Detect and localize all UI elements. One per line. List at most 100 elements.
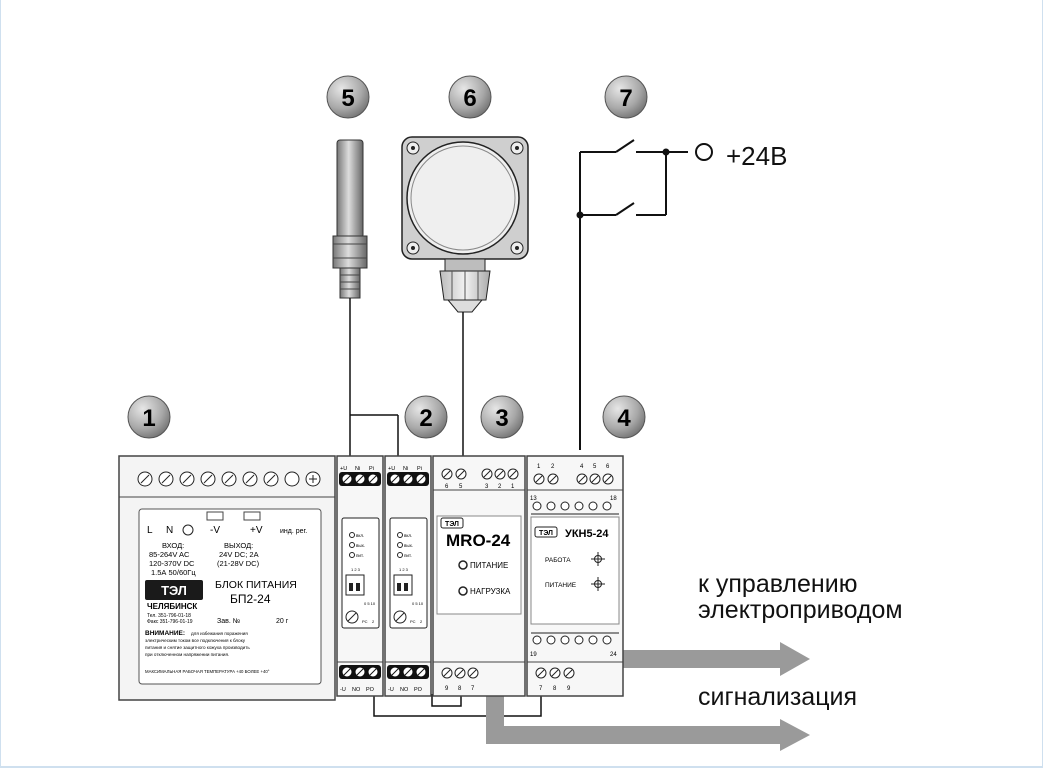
psu-terminal-row — [137, 471, 321, 487]
cylindrical-sensor — [332, 139, 368, 299]
psu-year: 20 г — [276, 618, 289, 625]
brand-logo-text: ТЭЛ — [161, 583, 187, 598]
amp-terminal-label: +U — [388, 466, 395, 472]
callout-label: 7 — [619, 85, 632, 112]
amp-led-label: вкл. — [404, 533, 412, 538]
psu-terminal-plus-v: +V — [250, 525, 263, 536]
ukn-terminal-label: 9 — [567, 686, 571, 692]
ukn-terminal-label: 2 — [551, 464, 555, 470]
amp-switch-label: 1 2 3 — [351, 567, 361, 572]
psu-warning-text: при отключенном напряжении питания. — [145, 652, 229, 657]
amp-terminal-label: PO — [414, 687, 423, 693]
mro-terminal-label: 8 — [458, 686, 462, 692]
ukn-terminal-label: 5 — [593, 464, 597, 470]
psu-city: ЧЕЛЯБИНСК — [147, 602, 197, 611]
psu-adjust-label: инд. рег. — [280, 528, 307, 535]
psu-phone: Тел. 351-796-01-18 — [147, 613, 191, 619]
square-sensor — [401, 136, 529, 313]
output-control-label: к управлению — [698, 570, 857, 598]
mro-terminal-label: 2 — [498, 484, 502, 490]
psu-output-text: (21-28V DC) — [217, 559, 260, 568]
psu-warning-text: питания и снятие защитного кожуха произв… — [145, 645, 250, 650]
ukn-terminal-label: 19 — [530, 652, 537, 658]
mro-terminal-label: 6 — [445, 484, 449, 490]
callout-label: 4 — [617, 405, 631, 432]
psu-input-text: 1.5А 50/60Гц — [151, 568, 196, 577]
psu-phone: Факс 351-796-01-19 — [147, 619, 193, 625]
mro-terminal-label: 5 — [459, 484, 463, 490]
callout-label: 5 — [341, 85, 354, 112]
psu-warning-text: для избежания поражения — [191, 631, 248, 636]
amp-terminal-label: NO — [400, 687, 409, 693]
psu-input-text: ВХОД: — [162, 541, 184, 550]
callout-5: 5 — [326, 75, 370, 119]
amp-switch-label: 0 5 10 — [412, 601, 424, 606]
ukn-terminal-label: 4 — [580, 464, 584, 470]
psu-output-text: 24V DC; 2A — [219, 550, 259, 559]
supply-label: +24В — [726, 141, 787, 171]
amp-terminal-label: -U — [340, 687, 346, 693]
amp-switch-label: 1 2 3 — [399, 567, 409, 572]
mro-terminal-label: 7 — [471, 686, 475, 692]
amp-terminal-label: -U — [388, 687, 394, 693]
callout-label: 2 — [419, 405, 432, 432]
amp-ref-label: РС — [362, 619, 368, 624]
output-signal-label: сигнализация — [698, 683, 857, 711]
ukn-work-led — [591, 552, 605, 566]
ukn-brand-logo-text: ТЭЛ — [539, 530, 553, 537]
callout-label: 6 — [463, 85, 476, 112]
mro-terminal-label: 9 — [445, 686, 449, 692]
callout-7: 7 — [604, 75, 648, 119]
brand-logo — [145, 580, 203, 600]
amp-terminal-label: NO — [352, 687, 361, 693]
amp-led-label: вых. — [404, 543, 413, 548]
amp-terminal-label: Pi — [417, 466, 422, 472]
psu-input-text: 85-264V AC — [149, 550, 190, 559]
psu-warning-head: ВНИМАНИЕ: — [145, 630, 185, 637]
psu-terminal-l: L — [147, 525, 153, 536]
power-supply-unit: L N -V +V инд. рег. ВХОД: 85-264V AC 120… — [118, 455, 336, 701]
ukn5-24-module: 1 2 4 5 6 13 18 ТЭЛ УКН5-24 РАБОТА ПИТАН… — [526, 455, 624, 697]
amp-terminal-label: Ni — [355, 466, 360, 472]
amplifier-module-a: +U Ni Pi вкл. вых. пит. 1 2 3 0 5 10 РС … — [336, 455, 384, 697]
mro-terminal-label: 3 — [485, 484, 489, 490]
amplifier-module-b: +U Ni Pi вкл. вых. пит. 1 2 3 0 5 10 РС … — [384, 455, 432, 697]
ukn-brand-logo — [534, 526, 558, 538]
psu-input-text: 120-370V DC — [149, 559, 195, 568]
ukn-terminal-label: 24 — [610, 652, 617, 658]
amp-led-label: вкл. — [356, 533, 364, 538]
mro-power-led — [458, 560, 468, 570]
ukn-terminal-label: 8 — [553, 686, 557, 692]
amp-ref-label: 2 — [372, 619, 375, 624]
output-arrows — [486, 642, 810, 751]
ukn-terminal-label: 6 — [606, 464, 610, 470]
amp-switch-label: 0 5 10 — [364, 601, 376, 606]
mro-power-label: ПИТАНИЕ — [470, 561, 508, 570]
callout-4: 4 — [602, 395, 646, 439]
mro-terminal-label: 1 — [511, 484, 515, 490]
amp-ref-label: 2 — [420, 619, 423, 624]
amp-led-label: пит. — [356, 553, 364, 558]
amp-led-label: пит. — [404, 553, 412, 558]
output-control-label: электроприводом — [698, 596, 903, 624]
psu-serial: Зав. № — [217, 618, 240, 625]
mro-brand-logo-text: ТЭЛ — [445, 521, 459, 528]
ukn-model-title: УКН5-24 — [565, 528, 609, 540]
amp-terminal-label: PO — [366, 687, 375, 693]
ukn-terminal-label: 13 — [530, 496, 537, 502]
psu-note: МАКСИМАЛЬНАЯ РАБОЧАЯ ТЕМПЕРАТУРА +40 БОЛ… — [145, 669, 270, 674]
callout-2: 2 — [404, 395, 448, 439]
mro-load-label: НАГРУЗКА — [470, 587, 511, 596]
callout-label: 1 — [142, 405, 155, 432]
psu-model: БП2-24 — [230, 592, 271, 606]
mro-load-led — [458, 586, 468, 596]
ukn-terminal-label: 1 — [537, 464, 541, 470]
dual-switch — [576, 139, 713, 450]
psu-output-text: ВЫХОД: — [224, 541, 253, 550]
callout-6: 6 — [448, 75, 492, 119]
psu-warning-text: электрическим током все подключения к бл… — [145, 638, 246, 643]
ukn-terminal-label: 7 — [539, 686, 543, 692]
